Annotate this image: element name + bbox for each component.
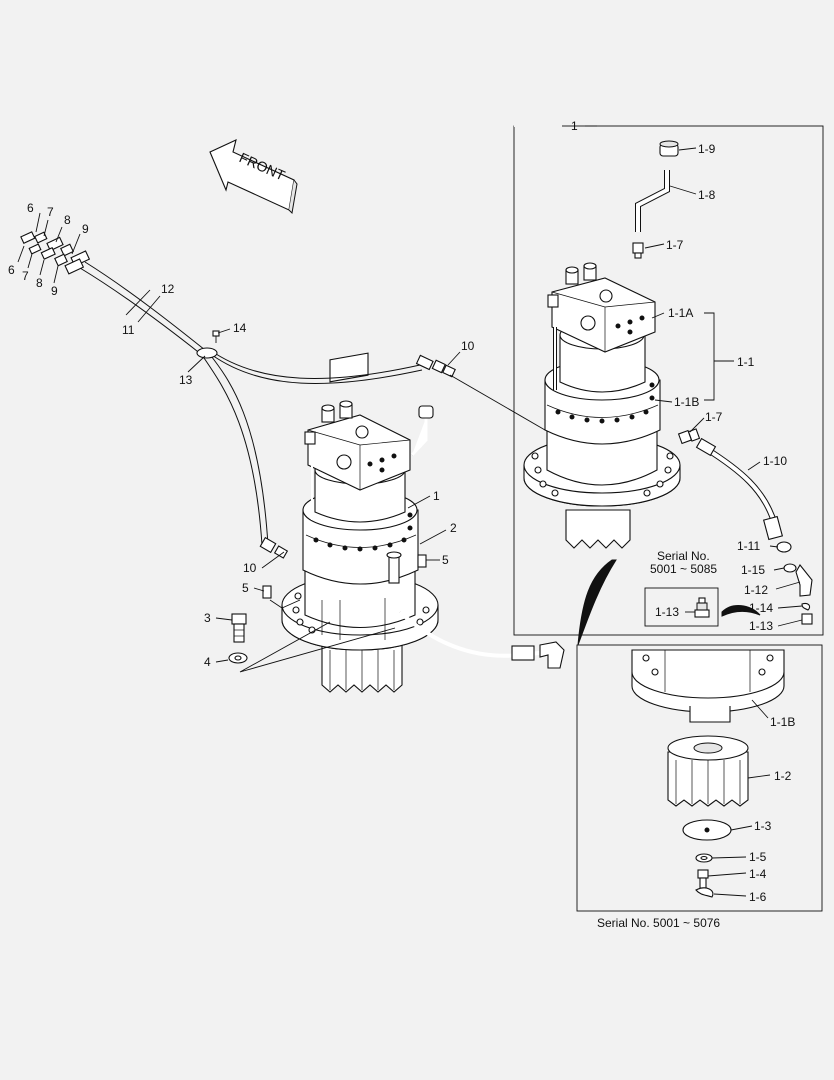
- fitting-10-upper: [415, 354, 456, 378]
- plate-1-3: [682, 819, 732, 841]
- callout-1-11: 1-11: [737, 539, 760, 553]
- parts-1-11-to-1-13: [776, 541, 813, 625]
- washer-4: [228, 652, 248, 664]
- fitting-10-lower: [259, 536, 289, 559]
- swing-motor-assembly: [523, 262, 681, 549]
- callout-1-7-upper: 1-7: [666, 238, 684, 252]
- screw-14: [212, 330, 220, 343]
- bolt-3: [231, 613, 247, 643]
- callout-1-1B: 1-1B: [674, 395, 699, 409]
- callout-9-lower: 9: [51, 284, 58, 298]
- callout-1-14: 1-14: [749, 601, 773, 615]
- cap-1-9: [659, 140, 679, 157]
- callout-1-2: 1-2: [774, 769, 792, 783]
- callout-1-12: 1-12: [744, 583, 768, 597]
- lower-detail-box: [576, 644, 823, 912]
- callout-2: 2: [450, 521, 457, 535]
- callout-9-upper: 9: [82, 222, 89, 236]
- swing-motor-main: [281, 352, 439, 693]
- callout-1-13: 1-13: [749, 619, 773, 633]
- callout-5-left: 5: [242, 581, 249, 595]
- serial-inset-title-2: 5001 ~ 5085: [650, 562, 717, 576]
- callout-1-8: 1-8: [698, 188, 716, 202]
- assembly-box-label: 1: [571, 119, 578, 133]
- plug-5: [262, 585, 272, 599]
- callout-1-15: 1-15: [741, 563, 765, 577]
- callout-13: 13: [179, 373, 193, 387]
- adapter-1-7-lower: [677, 428, 701, 445]
- callout-1-5: 1-5: [749, 850, 767, 864]
- adapter-1-7-upper: [632, 242, 644, 259]
- front-arrow: FRONT: [209, 139, 298, 215]
- serial-inset-box: [644, 587, 719, 627]
- callout-5-right: 5: [442, 553, 449, 567]
- callout-6-upper: 6: [27, 201, 34, 215]
- callout-1-1A: 1-1A: [668, 306, 693, 320]
- washer-1-5: [695, 853, 713, 863]
- plug-fitting-inset: [694, 597, 710, 618]
- callout-14: 14: [233, 321, 247, 335]
- callout-7-lower: 7: [22, 269, 29, 283]
- detail-pointer: [577, 559, 617, 646]
- assembly-box: [513, 125, 824, 636]
- inset-pointer: [721, 605, 761, 617]
- pinion-1-2: [667, 735, 749, 807]
- callout-6-lower: 6: [8, 263, 15, 277]
- leader-lines: [17, 147, 803, 897]
- callout-1-10: 1-10: [763, 454, 787, 468]
- callout-1-1: 1-1: [737, 355, 755, 369]
- callout-10-lower: 10: [243, 561, 257, 575]
- callout-1-4: 1-4: [749, 867, 767, 881]
- lock-1-6: [695, 887, 714, 898]
- flange-1-1B-detail: [631, 649, 785, 723]
- fittings-6-9: [20, 231, 91, 275]
- callout-3: 3: [204, 611, 211, 625]
- callout-8-upper: 8: [64, 213, 71, 227]
- callout-12: 12: [161, 282, 175, 296]
- callout-7-upper: 7: [47, 205, 54, 219]
- callout-4: 4: [204, 655, 211, 669]
- callout-1-9: 1-9: [698, 142, 716, 156]
- callout-1: 1: [433, 489, 440, 503]
- callout-10-upper: 10: [461, 339, 475, 353]
- bolt-1-4: [697, 869, 709, 889]
- bottom-serial-note: Serial No. 5001 ~ 5076: [597, 916, 720, 930]
- callout-8-lower: 8: [36, 276, 43, 290]
- callout-1-3: 1-3: [754, 819, 772, 833]
- callout-11: 11: [122, 323, 135, 337]
- callout-1-7-lower: 1-7: [705, 410, 723, 424]
- serial-inset-part-label: 1-13: [655, 605, 679, 619]
- callout-1-1B-detail: 1-1B: [770, 715, 795, 729]
- callout-1-6: 1-6: [749, 890, 767, 904]
- pilot-hoses: [79, 261, 423, 546]
- serial-inset-title-1: Serial No.: [657, 549, 710, 563]
